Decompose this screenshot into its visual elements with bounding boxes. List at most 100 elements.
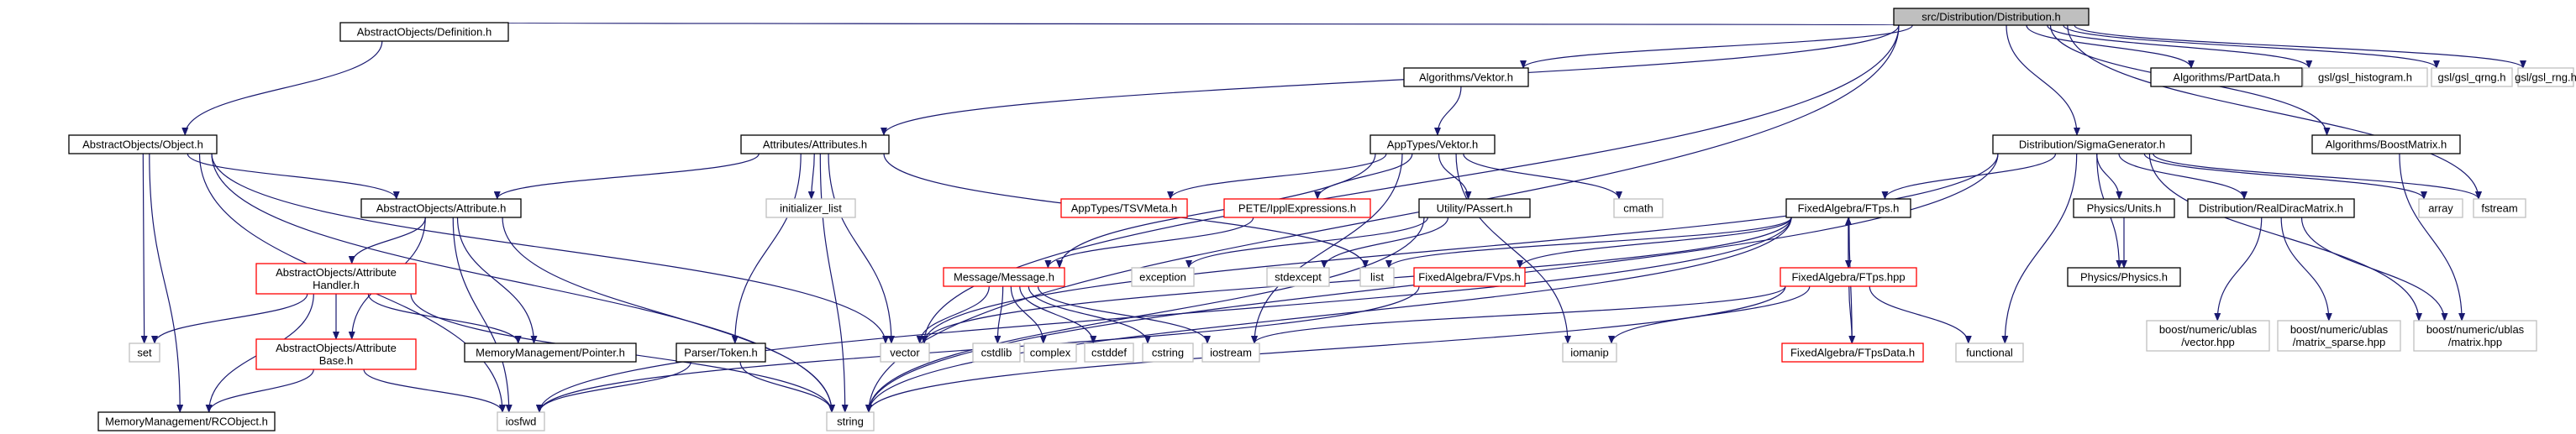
edge-appvek-to-msg bbox=[1056, 153, 1376, 269]
edge-passert-to-exception bbox=[1185, 217, 1428, 269]
node-cmath: cmath bbox=[1613, 198, 1664, 218]
node-rdm[interactable]: Distribution/RealDiracMatrix.h bbox=[2187, 198, 2355, 218]
edge-attrs-to-parser bbox=[731, 153, 802, 344]
node-pete[interactable]: PETE/IpplExpressions.h bbox=[1223, 198, 1371, 218]
node-rcobj[interactable]: MemoryManagement/RCObject.h bbox=[97, 411, 276, 431]
node-box bbox=[1781, 342, 1924, 363]
node-root[interactable]: src/Distribution/Distribution.h bbox=[1893, 8, 2090, 26]
edge-sigma-to-functional bbox=[2001, 153, 2078, 344]
node-ftpsdata[interactable]: FixedAlgebra/FTpsData.h bbox=[1781, 342, 1924, 363]
edge-attr-to-mmptr bbox=[456, 217, 538, 344]
node-box bbox=[97, 411, 276, 431]
node-sigma[interactable]: Distribution/SigmaGenerator.h bbox=[1992, 134, 2192, 154]
node-label: /matrix.hpp bbox=[2448, 336, 2502, 348]
node-set: set bbox=[129, 342, 160, 363]
node-obj[interactable]: AbstractObjects/Object.h bbox=[68, 134, 218, 154]
edge-root-to-gslrng bbox=[2074, 24, 2526, 69]
edge-pete-to-msg bbox=[1044, 217, 1254, 269]
node-label: iosfwd bbox=[506, 416, 537, 428]
node-vector: vector bbox=[880, 342, 930, 363]
edge-appvek-to-tsv bbox=[1167, 153, 1387, 200]
node-tsv[interactable]: AppTypes/TSVMeta.h bbox=[1060, 198, 1188, 218]
edge-attrs-to-initlist bbox=[807, 153, 815, 200]
node-physh[interactable]: Physics/Physics.h bbox=[2067, 267, 2181, 287]
node-box bbox=[1201, 342, 1260, 363]
node-label: stdexcept bbox=[1275, 271, 1322, 284]
node-label: Attributes/Attributes.h bbox=[763, 139, 867, 151]
node-label: Distribution/SigmaGenerator.h bbox=[2019, 139, 2165, 151]
node-iostream: iostream bbox=[1201, 342, 1260, 363]
edge-obj-to-set bbox=[140, 153, 148, 344]
node-msg[interactable]: Message/Message.h bbox=[943, 267, 1065, 287]
edge-ftpshpp-to-iostream bbox=[1251, 285, 1786, 344]
node-functional: functional bbox=[1955, 342, 2024, 363]
edge-obj-to-attr bbox=[187, 153, 400, 200]
node-appvek[interactable]: AppTypes/Vektor.h bbox=[1369, 134, 1496, 154]
node-box bbox=[360, 198, 522, 218]
node-box bbox=[1142, 342, 1194, 363]
node-box bbox=[497, 411, 545, 431]
node-partdata[interactable]: Algorithms/PartData.h bbox=[2150, 67, 2303, 87]
node-box bbox=[1613, 198, 1664, 218]
edge-parser-to-iosfwd bbox=[536, 361, 691, 413]
node-label: iostream bbox=[1210, 347, 1252, 359]
node-label: Parser/Token.h bbox=[684, 347, 757, 359]
node-ftpshpp[interactable]: FixedAlgebra/FTps.hpp bbox=[1780, 267, 1917, 287]
node-label: AbstractObjects/Attribute bbox=[276, 266, 397, 279]
edge-msg-to-cstring bbox=[1028, 285, 1151, 344]
node-label: AbstractObjects/Attribute bbox=[276, 342, 397, 354]
node-attr[interactable]: AbstractObjects/Attribute.h bbox=[360, 198, 522, 218]
edge-root-to-sigma bbox=[2006, 24, 2080, 136]
node-def[interactable]: AbstractObjects/Definition.h bbox=[339, 22, 509, 42]
node-passert[interactable]: Utility/PAssert.h bbox=[1418, 198, 1531, 218]
node-box bbox=[1780, 267, 1917, 287]
node-complex: complex bbox=[1023, 342, 1077, 363]
node-label: AppTypes/TSVMeta.h bbox=[1071, 202, 1177, 215]
node-gslrng: gsl/gsl_rng.h bbox=[2515, 67, 2576, 87]
node-box bbox=[972, 342, 1021, 363]
node-box bbox=[2073, 198, 2175, 218]
node-box bbox=[1131, 267, 1195, 287]
node-mmptr[interactable]: MemoryManagement/Pointer.h bbox=[464, 342, 637, 363]
edge-appvek-to-iostream bbox=[1251, 153, 1403, 344]
node-boostm[interactable]: Algorithms/BoostMatrix.h bbox=[2311, 134, 2461, 154]
node-cstring: cstring bbox=[1142, 342, 1194, 363]
edge-root-to-partdata bbox=[2026, 24, 2195, 69]
node-label: set bbox=[137, 347, 152, 359]
node-attrs[interactable]: Attributes/Attributes.h bbox=[740, 134, 890, 154]
node-box bbox=[2277, 320, 2401, 352]
node-label: PETE/IpplExpressions.h bbox=[1238, 202, 1356, 215]
node-fvps[interactable]: FixedAlgebra/FVps.h bbox=[1413, 267, 1526, 287]
node-ftps[interactable]: FixedAlgebra/FTps.h bbox=[1785, 198, 1911, 218]
node-box bbox=[1403, 67, 1529, 87]
edge-def-to-obj bbox=[181, 40, 383, 136]
edge-rdm-to-bmatrix bbox=[2300, 217, 2448, 322]
node-box bbox=[68, 134, 218, 154]
node-box bbox=[1023, 342, 1077, 363]
node-label: AbstractObjects/Attribute.h bbox=[376, 202, 507, 215]
node-parser[interactable]: Parser/Token.h bbox=[676, 342, 766, 363]
node-units[interactable]: Physics/Units.h bbox=[2073, 198, 2175, 218]
node-label: AppTypes/Vektor.h bbox=[1387, 139, 1478, 151]
node-label: gsl/gsl_qrng.h bbox=[2438, 71, 2506, 84]
node-initlist: initializer_list bbox=[765, 198, 856, 218]
node-label: boost/numeric/ublas bbox=[2426, 323, 2525, 336]
node-box bbox=[1562, 342, 1617, 363]
node-label: vector bbox=[890, 347, 920, 359]
node-box bbox=[1785, 198, 1911, 218]
edge-ftps-to-vector bbox=[921, 217, 1792, 344]
node-label: Utility/PAssert.h bbox=[1437, 202, 1513, 215]
node-label: FixedAlgebra/FVps.h bbox=[1418, 271, 1520, 284]
node-box bbox=[1955, 342, 2024, 363]
edge-attr-to-iosfwd bbox=[452, 217, 513, 413]
node-label: fstream bbox=[2481, 202, 2517, 215]
node-vekh[interactable]: Algorithms/Vektor.h bbox=[1403, 67, 1529, 87]
edge-attr-to-ahandler bbox=[348, 217, 426, 264]
node-label: Handler.h bbox=[313, 279, 360, 291]
node-box bbox=[1893, 8, 2090, 26]
node-box bbox=[2517, 67, 2574, 87]
node-label: list bbox=[1370, 271, 1384, 284]
node-cstddef: cstddef bbox=[1084, 342, 1134, 363]
